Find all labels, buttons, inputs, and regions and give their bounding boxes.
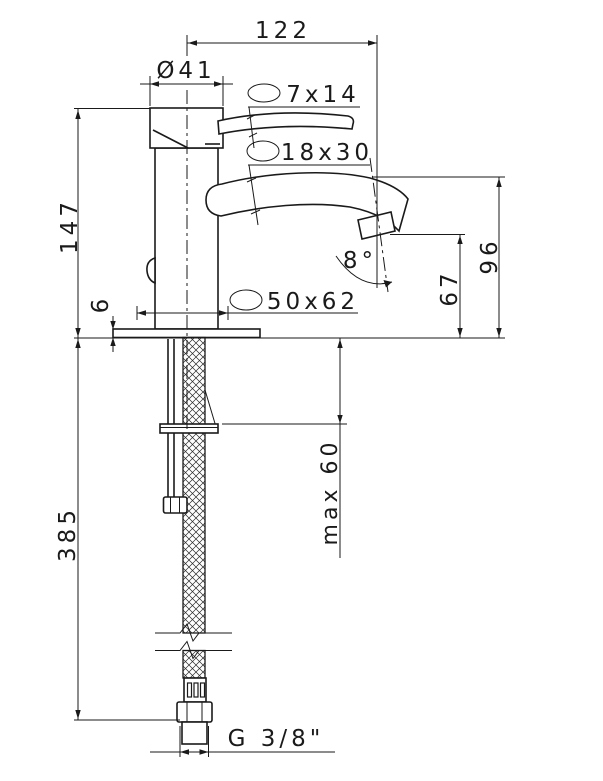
- break-line: [155, 622, 232, 643]
- body-detail: [146, 256, 156, 285]
- dimension-lines: [74, 35, 505, 757]
- dim-spout-top-height: 96: [477, 237, 503, 274]
- mounting-nut: [162, 496, 188, 514]
- ferrule-slot: [193, 682, 199, 698]
- oval-section-icon: [229, 289, 263, 311]
- dimension-arrows: [75, 40, 502, 755]
- dim-base-section: 50x62: [267, 289, 359, 315]
- faucet-outline: [112, 107, 409, 745]
- dim-spout-angle: 8°: [343, 248, 377, 274]
- hose-bend-line: [204, 389, 216, 424]
- braided-hose-upper: [182, 336, 206, 634]
- ferrule-slot: [199, 682, 206, 698]
- section-oval-icons: [229, 83, 281, 311]
- center-lines: [186, 90, 389, 430]
- dim-spout-reach: 122: [255, 18, 311, 44]
- thread-tube: [181, 721, 208, 745]
- dim-outlet-height: 67: [437, 269, 463, 306]
- hex-nut: [176, 701, 213, 723]
- dim-connection-thread: G 3/8": [228, 726, 325, 752]
- mounting-washer: [159, 423, 219, 434]
- dim-hose-length: 385: [55, 506, 81, 562]
- ferrule-slot: [186, 682, 193, 698]
- cap-cut-line: [152, 129, 189, 149]
- oval-section-icon: [247, 83, 281, 103]
- dim-body-diameter: Ø41: [156, 58, 215, 84]
- dim-base-plate: 6: [88, 295, 114, 314]
- dim-max-deck-thickness: max 60: [318, 439, 343, 546]
- handle-lever: [217, 112, 355, 135]
- dim-handle-section: 7x14: [286, 82, 360, 108]
- dim-spout-section: 18x30: [281, 140, 373, 166]
- oval-section-icon: [246, 140, 280, 162]
- dimension-labels: 122 Ø41 7x14 18x30 50x62 147 6 8° 67 96 …: [55, 18, 503, 752]
- braided-hose-lower: [182, 649, 206, 679]
- spout: [205, 171, 409, 233]
- break-line: [155, 640, 232, 660]
- dim-deck-to-top: 147: [57, 198, 83, 254]
- aerator-axis-line: [369, 157, 389, 293]
